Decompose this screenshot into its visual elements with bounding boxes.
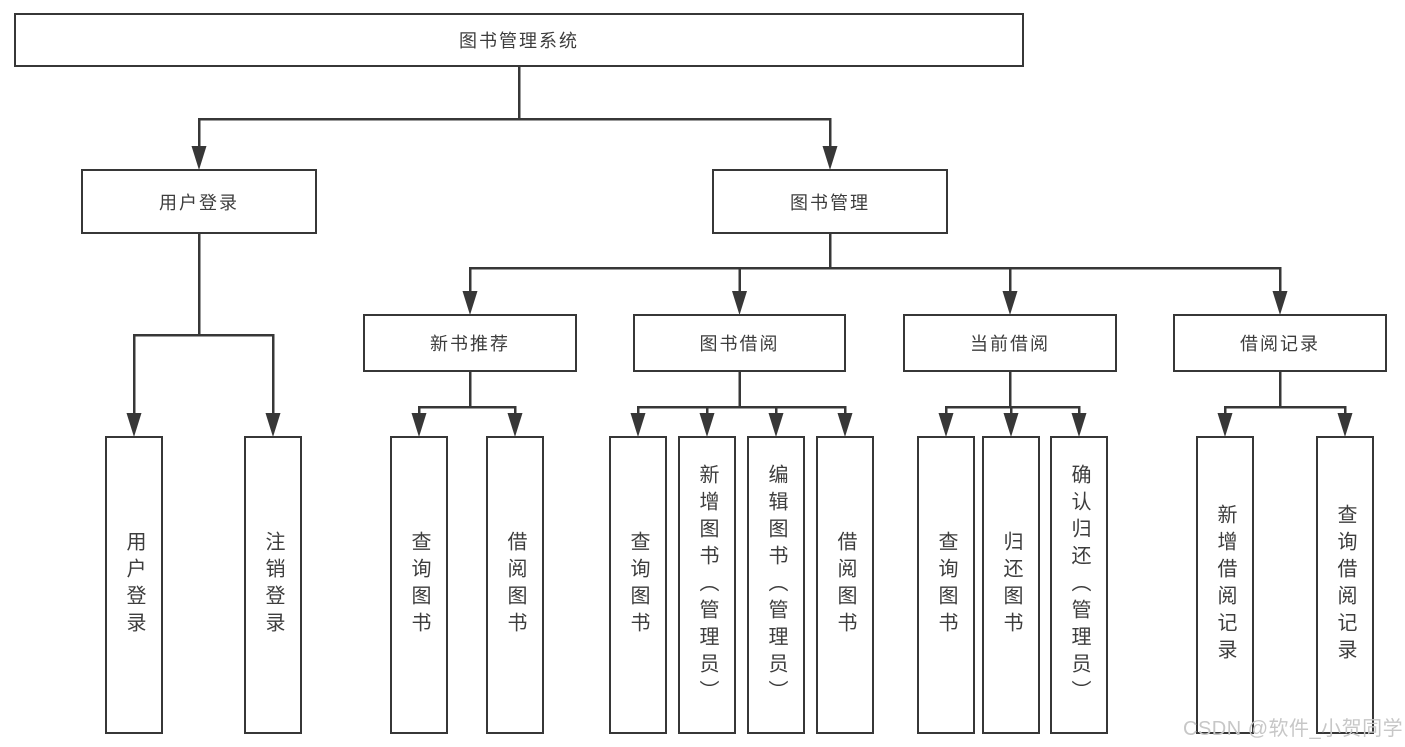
node-label: 借阅图书	[504, 531, 526, 639]
node-label: 确认归还（管理员）	[1068, 463, 1090, 707]
node-br-query: 查询借阅记录	[1316, 436, 1374, 734]
node-root: 图书管理系统	[14, 13, 1024, 67]
node-br-add: 新增借阅记录	[1196, 436, 1254, 734]
node-label: 借阅图书	[834, 531, 856, 639]
node-leaf-logout: 注销登录	[244, 436, 302, 734]
node-label: 注销登录	[262, 531, 284, 639]
node-user-login: 用户登录	[81, 169, 317, 234]
node-current-borrow: 当前借阅	[903, 314, 1117, 372]
node-label: 图书借阅	[699, 334, 780, 354]
node-label: 新增图书（管理员）	[696, 463, 718, 707]
node-bb-add: 新增图书（管理员）	[678, 436, 736, 734]
node-nr-query: 查询图书	[390, 436, 448, 734]
node-bb-edit: 编辑图书（管理员）	[747, 436, 805, 734]
node-label: 新书推荐	[430, 334, 510, 354]
node-cb-return: 归还图书	[982, 436, 1040, 734]
watermark: CSDN @软件_小贺同学	[1183, 718, 1404, 740]
node-bb-borrow: 借阅图书	[816, 436, 874, 734]
node-label: 当前借阅	[970, 334, 1050, 354]
node-cb-confirm: 确认归还（管理员）	[1050, 436, 1108, 734]
node-label: 借阅记录	[1240, 334, 1320, 354]
node-label: 查询图书	[627, 531, 649, 639]
node-borrow-record: 借阅记录	[1173, 314, 1387, 372]
node-book-mgmt: 图书管理	[712, 169, 948, 234]
node-label: 用户登录	[159, 192, 239, 213]
node-label: 查询图书	[935, 531, 957, 639]
node-label: 归还图书	[1000, 531, 1022, 639]
node-leaf-user-login: 用户登录	[105, 436, 163, 734]
node-label: 新增借阅记录	[1214, 504, 1236, 666]
node-book-borrow: 图书借阅	[633, 314, 846, 372]
node-cb-query: 查询图书	[917, 436, 975, 734]
node-new-book-rec: 新书推荐	[363, 314, 577, 372]
node-bb-query: 查询图书	[609, 436, 667, 734]
node-label: 图书管理系统	[459, 31, 579, 51]
node-label: 查询图书	[408, 531, 430, 639]
node-label: 编辑图书（管理员）	[765, 463, 787, 707]
node-nr-borrow: 借阅图书	[486, 436, 544, 734]
node-label: 查询借阅记录	[1334, 504, 1356, 666]
node-label: 用户登录	[123, 531, 145, 639]
node-label: 图书管理	[790, 192, 870, 213]
